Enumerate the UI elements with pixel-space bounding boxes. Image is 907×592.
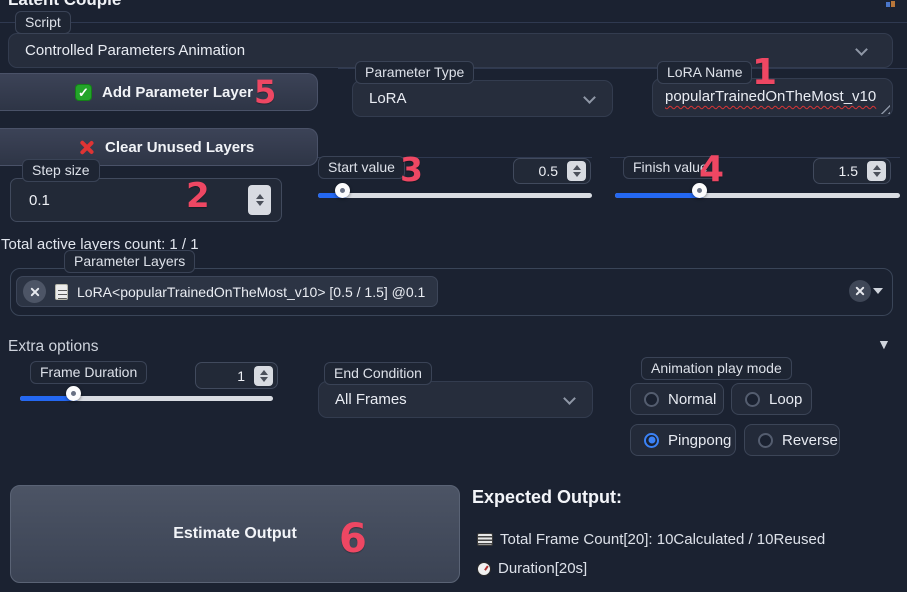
layer-token-text: LoRA<popularTrainedOnTheMost_v10> [0.5 /… [77, 283, 426, 300]
script-label: Script [15, 11, 71, 34]
start-value-number: 0.5 [538, 163, 558, 179]
end-condition-value: All Frames [335, 391, 407, 408]
red-x-icon [78, 139, 95, 156]
extra-options-heading[interactable]: Extra options [8, 338, 99, 355]
radio-icon [745, 391, 760, 407]
slider-fill [615, 193, 704, 198]
expected-output-heading: Expected Output: [472, 487, 623, 507]
frame-duration-slider[interactable] [20, 386, 273, 401]
slider-handle[interactable] [692, 183, 707, 198]
chevron-down-icon [583, 91, 596, 104]
annotation-3: 3 [400, 150, 423, 189]
frame-duration-label: Frame Duration [30, 361, 148, 384]
parameter-type-value: LoRA [369, 90, 407, 107]
finish-value-input[interactable]: 1.5 [813, 158, 891, 184]
remove-layer-icon[interactable] [23, 280, 46, 303]
radio-pingpong-label: Pingpong [668, 431, 732, 449]
script-group-border [0, 22, 907, 23]
animation-play-mode-label: Animation play mode [641, 357, 792, 380]
radio-loop[interactable]: Loop [731, 383, 812, 415]
radio-reverse[interactable]: Reverse [744, 424, 840, 456]
document-icon [55, 283, 68, 300]
parameter-layers-multiselect[interactable] [10, 268, 893, 316]
duration-text: Duration[20s] [498, 560, 588, 577]
start-value-slider[interactable] [318, 183, 592, 198]
annotation-2: 2 [186, 176, 210, 216]
finish-group-border [610, 157, 900, 158]
lora-name-value: popularTrainedOnTheMost_v10 [665, 88, 877, 105]
annotation-1: 1 [752, 52, 778, 93]
slider-handle[interactable] [335, 183, 350, 198]
layer-token[interactable]: LoRA<popularTrainedOnTheMost_v10> [0.5 /… [16, 276, 439, 307]
radio-reverse-label: Reverse [782, 431, 838, 449]
chevron-down-icon [855, 43, 868, 56]
estimate-output-button[interactable]: Estimate Output [10, 485, 460, 583]
radio-normal-label: Normal [668, 390, 717, 408]
estimate-output-label: Estimate Output [173, 525, 297, 542]
frame-count-text: Total Frame Count[20]: 10Calculated / 10… [500, 531, 826, 548]
add-parameter-layer-label: Add Parameter Layer [102, 83, 253, 101]
parameter-layers-label: Parameter Layers [64, 250, 196, 273]
clear-all-layers-icon[interactable] [849, 280, 871, 302]
annotation-6: 6 [339, 516, 367, 562]
lora-name-input[interactable]: popularTrainedOnTheMost_v10 [652, 78, 893, 117]
duration-line: Duration[20s] [477, 560, 587, 577]
radio-selected-icon [644, 432, 659, 448]
clear-unused-layers-label: Clear Unused Layers [105, 138, 255, 156]
radio-pingpong[interactable]: Pingpong [630, 424, 736, 456]
radio-normal[interactable]: Normal [630, 383, 724, 415]
frame-duration-number: 1 [237, 367, 245, 384]
start-value-label: Start value [318, 156, 405, 179]
radio-icon [758, 432, 773, 448]
annotation-5: 5 [254, 73, 277, 111]
stepper-icon[interactable] [567, 161, 586, 181]
page-title: Latent Couple [8, 0, 121, 10]
parameter-type-dropdown[interactable]: LoRA [352, 80, 613, 117]
form-group-border [338, 68, 907, 69]
step-size-value: 0.1 [29, 191, 50, 209]
slider-handle[interactable] [66, 386, 81, 401]
stepper-icon[interactable] [867, 161, 886, 181]
clock-icon [477, 561, 491, 576]
active-layers-count: Total active layers count: 1 / 1 [1, 236, 199, 253]
chevron-down-icon [563, 392, 576, 405]
end-condition-label: End Condition [324, 362, 432, 385]
radio-loop-label: Loop [769, 390, 803, 408]
clipped-icon [886, 0, 896, 7]
green-check-icon [75, 83, 92, 101]
start-value-input[interactable]: 0.5 [513, 158, 591, 184]
multiselect-caret-icon[interactable] [873, 288, 883, 294]
end-condition-dropdown[interactable]: All Frames [318, 381, 593, 418]
parameter-type-label: Parameter Type [355, 61, 475, 84]
annotation-4: 4 [699, 149, 725, 190]
stepper-icon[interactable] [254, 365, 273, 386]
film-frames-icon [477, 533, 493, 546]
lora-name-label: LoRA Name [657, 61, 753, 84]
step-size-label: Step size [22, 159, 100, 182]
start-group-border [313, 157, 592, 158]
slider-fill [20, 396, 78, 401]
finish-value-number: 1.5 [838, 163, 858, 179]
radio-icon [644, 391, 659, 407]
stepper-icon[interactable] [248, 185, 271, 215]
script-dropdown-value: Controlled Parameters Animation [25, 42, 246, 59]
add-parameter-layer-button[interactable]: Add Parameter Layer [0, 73, 318, 111]
finish-value-label: Finish value [623, 156, 718, 179]
frame-count-line: Total Frame Count[20]: 10Calculated / 10… [477, 531, 825, 548]
frame-duration-input[interactable]: 1 [195, 362, 278, 389]
slider-fill [318, 193, 347, 198]
step-size-input[interactable]: 0.1 [10, 178, 282, 222]
finish-value-slider[interactable] [615, 183, 900, 198]
collapse-triangle-icon[interactable]: ▼ [877, 336, 891, 352]
resize-grip-icon[interactable] [878, 102, 890, 114]
